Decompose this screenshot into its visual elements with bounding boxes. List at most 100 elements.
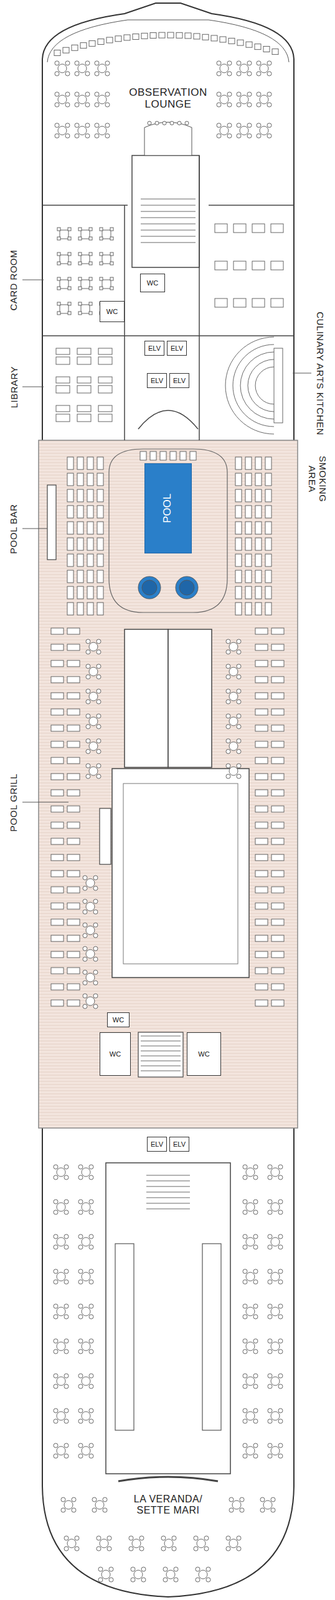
furniture	[80, 305, 90, 314]
furniture	[78, 1445, 83, 1450]
furniture	[247, 102, 252, 108]
furniture	[67, 774, 80, 781]
furniture	[57, 277, 61, 281]
furniture	[89, 287, 93, 291]
bar-counter	[47, 485, 57, 561]
furniture	[216, 123, 222, 128]
room-code: WC	[112, 1017, 124, 1025]
stair-step	[146, 1193, 190, 1195]
furniture	[184, 121, 189, 126]
furniture	[255, 806, 268, 814]
furniture	[61, 1509, 66, 1515]
furniture	[85, 998, 95, 1007]
furniture	[255, 742, 268, 749]
furniture	[255, 839, 268, 846]
furniture	[77, 357, 91, 365]
furniture	[193, 33, 200, 40]
furniture	[245, 1204, 255, 1213]
service-block	[124, 630, 169, 769]
furniture	[255, 490, 262, 503]
furniture	[89, 742, 98, 752]
furniture	[189, 452, 197, 461]
furniture	[62, 47, 70, 53]
furniture	[96, 689, 101, 695]
furniture	[255, 506, 262, 519]
furniture	[87, 522, 94, 535]
furniture	[67, 823, 80, 830]
furniture	[256, 133, 261, 139]
stair-step	[140, 224, 196, 225]
furniture	[77, 126, 87, 136]
leader-line	[22, 529, 48, 530]
furniture	[236, 775, 241, 780]
furniture	[64, 1201, 69, 1206]
furniture	[96, 675, 101, 680]
furniture	[82, 995, 88, 1000]
furniture	[59, 230, 69, 240]
furniture	[259, 64, 269, 73]
furniture	[57, 126, 67, 136]
furniture	[85, 750, 91, 755]
furniture	[271, 968, 284, 976]
furniture	[85, 764, 91, 770]
furniture	[235, 506, 242, 519]
furniture	[77, 457, 84, 471]
furniture	[54, 50, 61, 57]
furniture	[85, 650, 91, 656]
furniture	[245, 570, 252, 584]
furniture	[67, 693, 80, 700]
furniture	[271, 758, 284, 765]
furniture	[171, 1548, 177, 1553]
furniture	[226, 1538, 231, 1543]
furniture	[92, 1499, 97, 1504]
room-box: WC	[140, 273, 166, 293]
furniture	[56, 1343, 66, 1353]
furniture	[53, 1236, 58, 1241]
hull-inner	[47, 19, 289, 63]
furniture	[89, 311, 93, 316]
furniture	[164, 1541, 174, 1550]
furniture	[51, 661, 64, 668]
furniture	[56, 1239, 66, 1248]
room-code: WC	[198, 1051, 210, 1060]
furniture	[255, 790, 268, 798]
furniture	[253, 1166, 258, 1171]
furniture	[93, 971, 98, 976]
furniture	[255, 904, 268, 911]
furniture	[78, 1455, 83, 1461]
furniture	[105, 133, 110, 139]
furniture	[82, 1005, 88, 1010]
furniture	[278, 1351, 283, 1356]
kitchen-seating	[255, 367, 274, 405]
furniture	[99, 287, 103, 291]
furniture	[253, 1420, 258, 1426]
furniture	[270, 1413, 280, 1423]
furniture	[169, 121, 174, 126]
furniture	[78, 1375, 83, 1380]
furniture	[89, 302, 93, 306]
furniture	[53, 1351, 58, 1356]
furniture	[74, 102, 80, 108]
furniture	[77, 414, 91, 423]
furniture	[267, 1201, 273, 1206]
furniture	[245, 603, 252, 616]
furniture	[278, 1445, 283, 1450]
furniture	[226, 750, 231, 755]
furniture	[74, 71, 80, 76]
furniture	[267, 123, 272, 128]
furniture	[67, 985, 80, 992]
furniture	[77, 538, 84, 552]
furniture	[54, 123, 60, 128]
furniture	[278, 1270, 283, 1276]
furniture	[93, 910, 98, 916]
furniture	[267, 1351, 273, 1356]
furniture	[271, 871, 284, 878]
furniture	[270, 298, 284, 308]
furniture	[162, 121, 167, 126]
furniture	[245, 457, 252, 471]
furniture	[85, 675, 91, 680]
furniture	[53, 1455, 58, 1461]
furniture	[53, 1246, 58, 1251]
kitchen-seating	[247, 359, 274, 413]
furniture	[51, 628, 64, 636]
